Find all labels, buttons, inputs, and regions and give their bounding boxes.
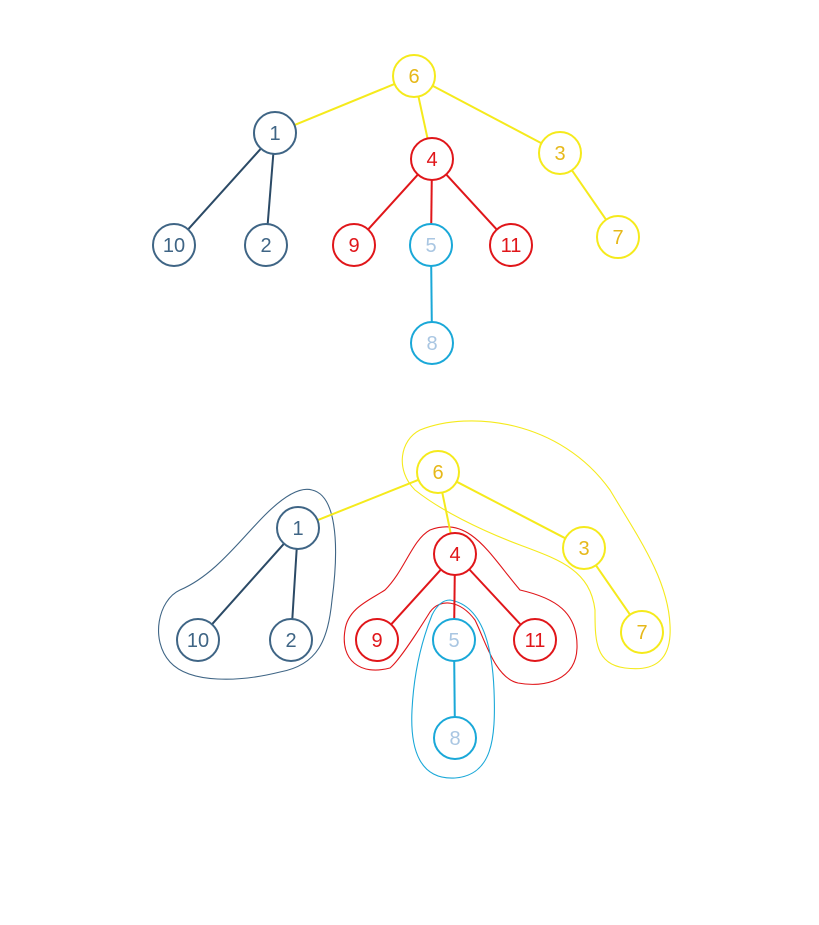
node-circle bbox=[276, 506, 320, 550]
node-11: 11 bbox=[489, 223, 533, 267]
tree-group: 6 1 4 3 10 2 9 5 11 7 8 bbox=[152, 54, 640, 365]
node-circle bbox=[538, 131, 582, 175]
edge-1-10 bbox=[187, 147, 262, 231]
node-label: 7 bbox=[612, 227, 623, 249]
node-label: 1 bbox=[269, 123, 280, 145]
node-label: 2 bbox=[285, 630, 296, 652]
node-label: 8 bbox=[449, 728, 460, 750]
tree-with-groups-group: 6 1 4 3 10 2 9 5 11 7 8 bbox=[157, 420, 671, 779]
red-group-outline bbox=[343, 526, 578, 685]
node-label: 4 bbox=[449, 544, 460, 566]
edge-6-4 bbox=[417, 96, 429, 139]
node-label: 9 bbox=[348, 235, 359, 257]
node-label: 8 bbox=[426, 333, 437, 355]
node-label: 7 bbox=[636, 622, 647, 644]
node-label: 6 bbox=[432, 462, 443, 484]
node-label: 11 bbox=[525, 630, 546, 652]
node-9: 9 bbox=[355, 618, 399, 662]
edge-4-11 bbox=[468, 568, 522, 626]
edge-1-2 bbox=[291, 548, 298, 620]
node-7: 7 bbox=[620, 610, 664, 654]
node-label: 5 bbox=[448, 630, 459, 652]
node-circle bbox=[620, 610, 664, 654]
edge-4-5 bbox=[430, 179, 433, 225]
edge-6-4 bbox=[441, 492, 452, 534]
node-5: 5 bbox=[409, 223, 453, 267]
edge-3-7 bbox=[571, 169, 607, 221]
node-circle bbox=[409, 223, 453, 267]
node-circle bbox=[513, 618, 557, 662]
node-1: 1 bbox=[253, 111, 297, 155]
node-circle bbox=[176, 618, 220, 662]
node-label: 10 bbox=[187, 630, 209, 652]
node-circle bbox=[432, 618, 476, 662]
node-circle bbox=[596, 215, 640, 259]
node-9: 9 bbox=[332, 223, 376, 267]
node-circle bbox=[392, 54, 436, 98]
edge-1-2 bbox=[266, 153, 275, 225]
node-label: 2 bbox=[260, 235, 271, 257]
node-circle bbox=[332, 223, 376, 267]
edge-5-8 bbox=[430, 265, 433, 323]
node-label: 9 bbox=[371, 630, 382, 652]
edge-3-7 bbox=[595, 564, 631, 616]
node-2: 2 bbox=[269, 618, 313, 662]
node-circle bbox=[152, 223, 196, 267]
node-11: 11 bbox=[513, 618, 557, 662]
edge-5-8 bbox=[453, 660, 456, 718]
blue-group-outline bbox=[157, 488, 337, 680]
node-label: 5 bbox=[425, 235, 436, 257]
node-2: 2 bbox=[244, 223, 288, 267]
edge-1-10 bbox=[211, 542, 285, 626]
node-label: 3 bbox=[578, 538, 589, 560]
edge-4-9 bbox=[367, 173, 419, 231]
yellow-group-outline bbox=[401, 420, 671, 670]
node-circle bbox=[433, 532, 477, 576]
node-8: 8 bbox=[410, 321, 454, 365]
node-label: 11 bbox=[501, 235, 522, 257]
node-circle bbox=[269, 618, 313, 662]
node-label: 3 bbox=[554, 143, 565, 165]
node-label: 6 bbox=[408, 66, 419, 88]
node-circle bbox=[244, 223, 288, 267]
node-4: 4 bbox=[433, 532, 477, 576]
node-1: 1 bbox=[276, 506, 320, 550]
edge-4-5 bbox=[453, 574, 456, 620]
edge-4-11 bbox=[445, 173, 498, 231]
node-7: 7 bbox=[596, 215, 640, 259]
node-3: 3 bbox=[562, 526, 606, 570]
node-circle bbox=[416, 450, 460, 494]
cyan-group-outline bbox=[411, 599, 495, 779]
node-6: 6 bbox=[416, 450, 460, 494]
node-label: 10 bbox=[163, 235, 185, 257]
edge-6-1 bbox=[294, 83, 395, 126]
node-label: 4 bbox=[426, 149, 437, 171]
node-circle bbox=[253, 111, 297, 155]
edge-4-9 bbox=[390, 568, 442, 626]
node-4: 4 bbox=[410, 137, 454, 181]
node-5: 5 bbox=[432, 618, 476, 662]
node-circle bbox=[410, 137, 454, 181]
node-3: 3 bbox=[538, 131, 582, 175]
node-label: 1 bbox=[292, 518, 303, 540]
edge-6-1 bbox=[317, 478, 419, 522]
node-10: 10 bbox=[176, 618, 220, 662]
node-6: 6 bbox=[392, 54, 436, 98]
node-10: 10 bbox=[152, 223, 196, 267]
node-circle bbox=[562, 526, 606, 570]
edge-6-3 bbox=[456, 480, 566, 540]
edge-6-3 bbox=[432, 84, 542, 145]
node-8: 8 bbox=[433, 716, 477, 760]
node-circle bbox=[489, 223, 533, 267]
node-circle bbox=[410, 321, 454, 365]
node-circle bbox=[355, 618, 399, 662]
node-circle bbox=[433, 716, 477, 760]
